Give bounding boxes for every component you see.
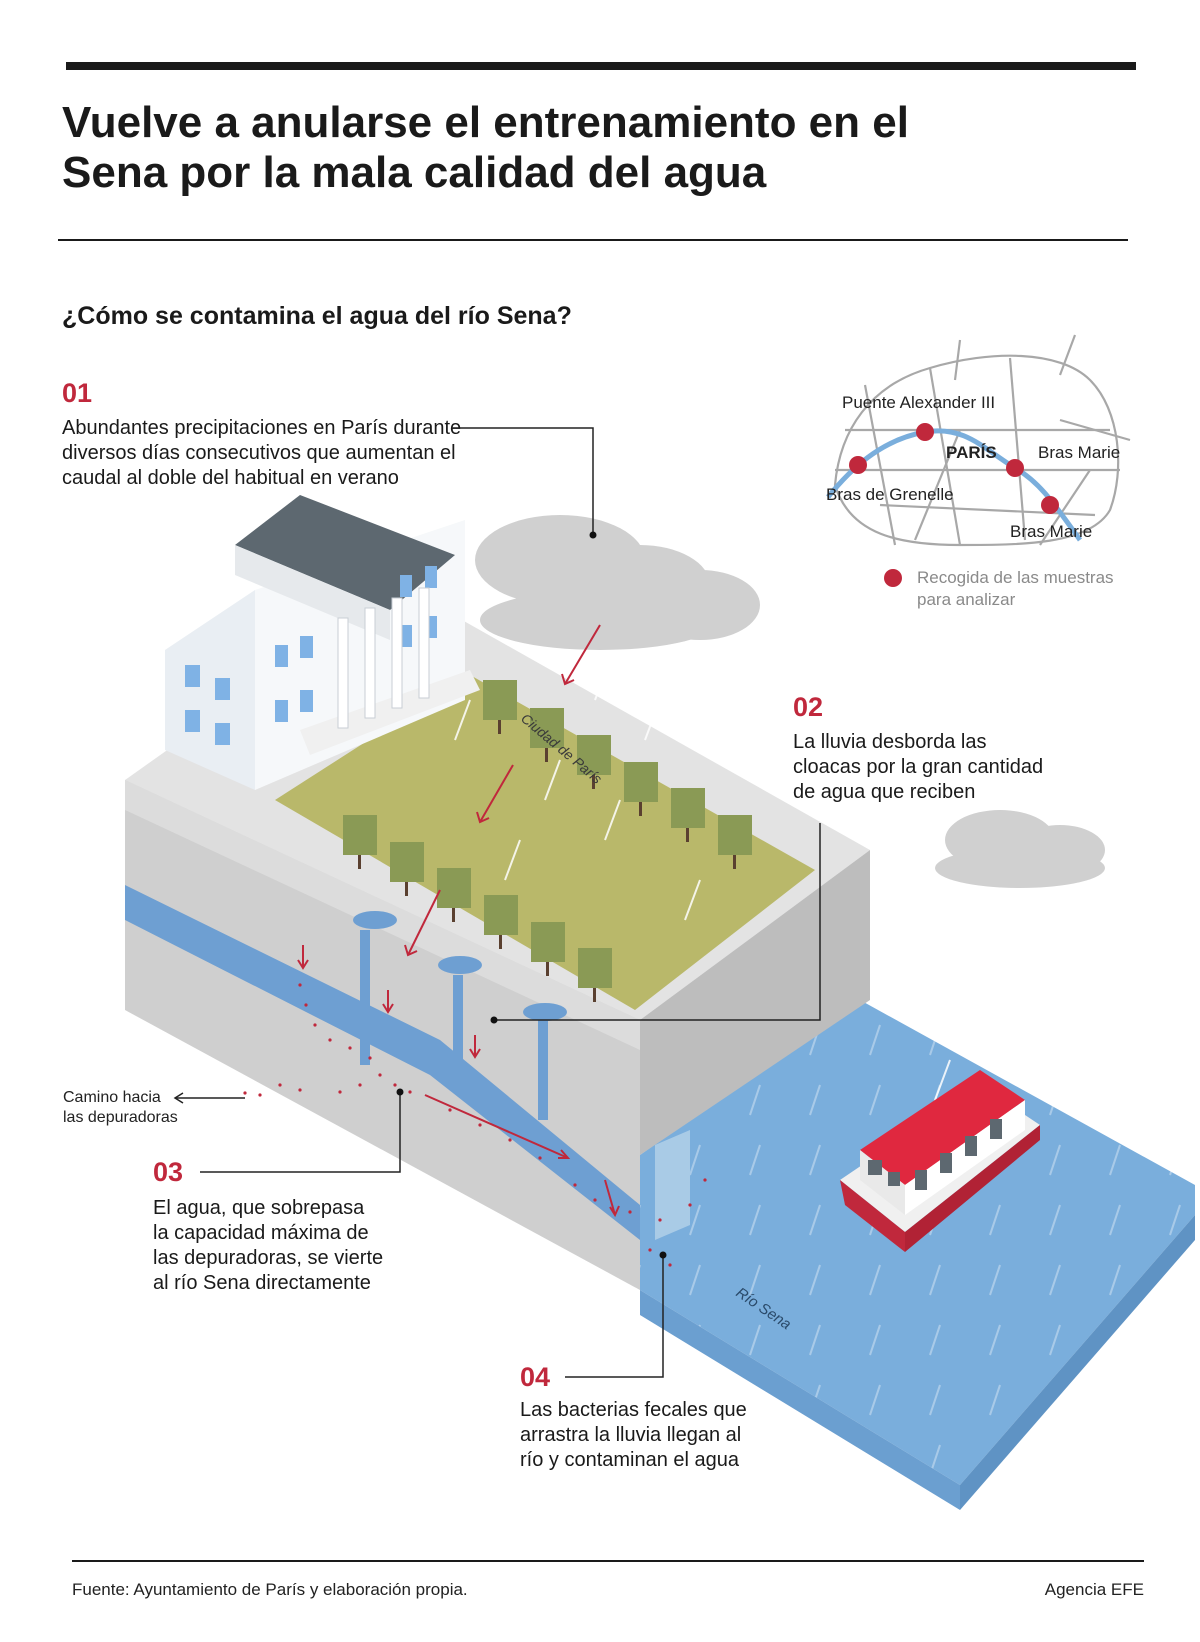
map-legend-text: Recogida de las muestras para analizar <box>917 568 1114 609</box>
top-rule <box>66 62 1136 70</box>
map-label-bras-grenelle: Bras de Grenelle <box>826 485 954 504</box>
paris-map <box>826 334 1131 587</box>
map-label-bras-marie-2: Bras Marie <box>1010 522 1093 541</box>
trees <box>343 680 752 1002</box>
cloud-small <box>935 810 1105 888</box>
tour-boat <box>840 1070 1040 1252</box>
sewer-pipes <box>125 885 690 1240</box>
bacteria-dots <box>243 983 707 1267</box>
title-line-2: Sena por la mala calidad del agua <box>62 148 767 197</box>
leader-lines <box>173 427 821 1378</box>
page-title: Vuelve a anularse el entrenamiento en el… <box>62 98 1062 198</box>
step-02-text: La lluvia desborda las cloacas por la gr… <box>793 731 1044 803</box>
title-rule <box>58 239 1128 241</box>
river <box>640 1000 1195 1510</box>
step-01-number: 01 <box>62 378 93 408</box>
map-label-puente-alexander: Puente Alexander III <box>842 393 996 412</box>
park-grass <box>275 675 815 1010</box>
camino-label: Camino hacia las depuradoras <box>63 1089 178 1126</box>
red-flow-arrows <box>297 624 620 1218</box>
city-hall-building <box>165 495 480 790</box>
title-line-1: Vuelve a anularse el entrenamiento en el <box>62 98 909 147</box>
leader-dots <box>396 531 667 1259</box>
manhole-covers <box>353 911 567 1021</box>
footer-credit: Agencia EFE <box>1044 1580 1144 1599</box>
cloud-large <box>475 515 760 650</box>
section-subtitle: ¿Cómo se contamina el agua del río Sena? <box>62 302 572 330</box>
footer-rule <box>72 1560 1144 1562</box>
footer-source: Fuente: Ayuntamiento de París y elaborac… <box>72 1580 468 1599</box>
rain-streaks <box>454 659 1031 1161</box>
step-03-text: El agua, que sobrepasa la capacidad máxi… <box>153 1197 384 1294</box>
step-04-number: 04 <box>520 1362 551 1392</box>
step-04-text: Las bacterias fecales que arrastra la ll… <box>520 1399 747 1471</box>
step-01-text: Abundantes precipitaciones en París dura… <box>62 417 462 489</box>
step-02-number: 02 <box>793 692 824 722</box>
step-03-number: 03 <box>153 1157 184 1187</box>
map-label-bras-marie-1: Bras Marie <box>1038 443 1121 462</box>
map-label-paris: PARÍS <box>946 443 997 462</box>
